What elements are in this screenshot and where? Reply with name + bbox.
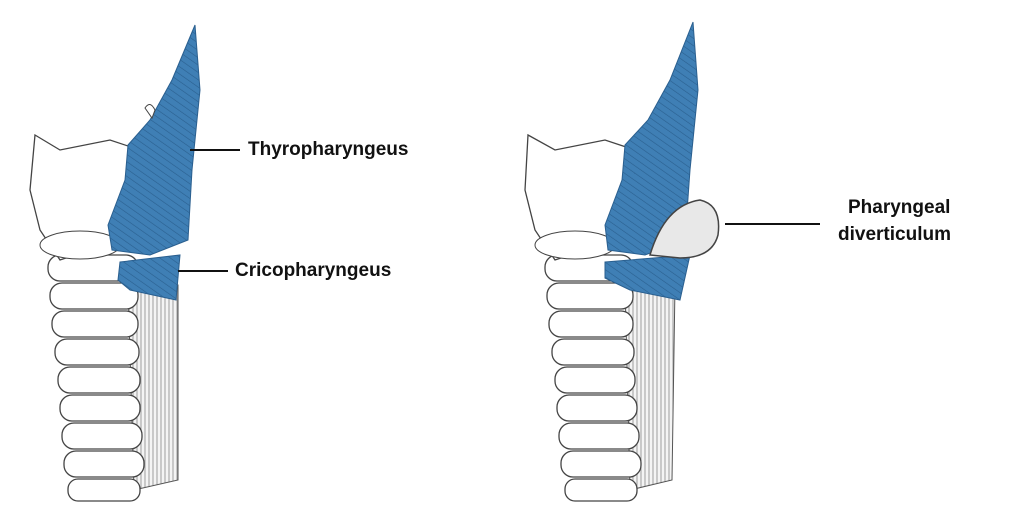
trachea-rings (544, 254, 642, 502)
diverticulum-leader-line (725, 223, 820, 225)
cricopharyngeus-label: Cricopharyngeus (235, 260, 392, 281)
right-figure (524, 21, 720, 502)
cricopharyngeus-muscle (117, 254, 181, 301)
cricoid-cartilage (534, 230, 616, 260)
diverticulum-label-line2: diverticulum (838, 224, 951, 245)
thyropharyngeus-muscle (107, 24, 201, 256)
pharyngeal-diverticulum (649, 199, 720, 259)
diverticulum-label-line1: Pharyngeal (848, 197, 951, 218)
cricoid-cartilage (39, 230, 121, 260)
thyropharyngeus-leader-line (190, 149, 240, 151)
left-figure (29, 24, 201, 502)
trachea-rings (47, 254, 145, 502)
cricopharyngeus-leader-line (178, 270, 228, 272)
thyropharyngeus-label: Thyropharyngeus (248, 139, 409, 160)
thyropharyngeus-muscle (604, 21, 699, 256)
